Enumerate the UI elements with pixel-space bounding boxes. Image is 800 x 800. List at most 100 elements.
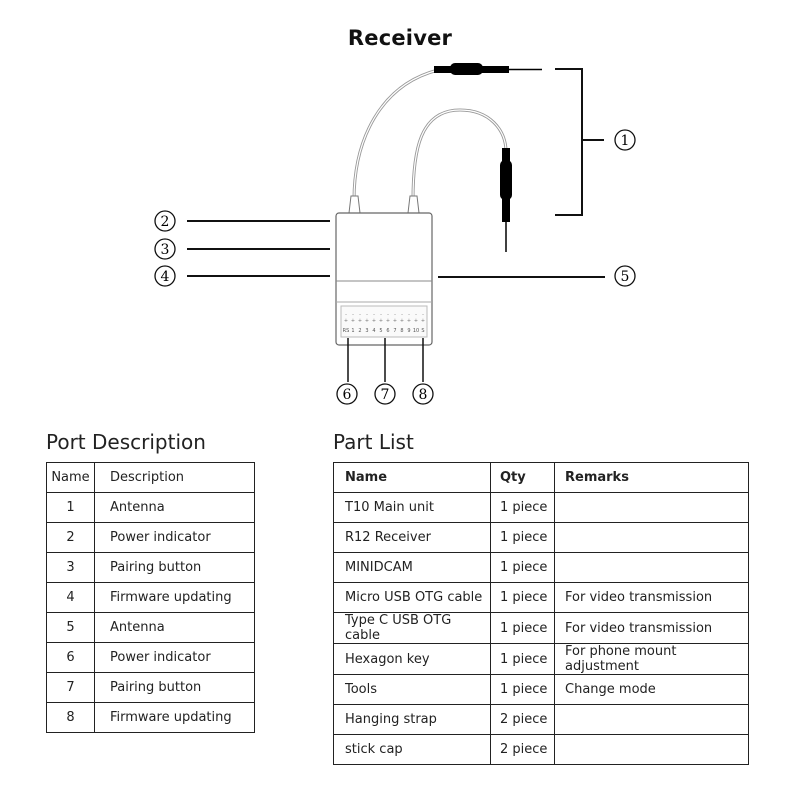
- svg-text:4: 4: [161, 269, 170, 285]
- cell-name: R12 Receiver: [333, 522, 491, 553]
- pin-label: RS: [343, 328, 350, 334]
- cell-description: Pairing button: [94, 672, 255, 703]
- pin-symbol: -: [422, 312, 424, 318]
- pin-symbol: +: [365, 318, 369, 324]
- callout-2: 2: [154, 210, 176, 232]
- pin-symbol: +: [379, 318, 383, 324]
- callout-1: 1: [614, 129, 636, 151]
- pin-symbol: -: [366, 312, 368, 318]
- pin-symbol: +: [344, 318, 348, 324]
- svg-text:1: 1: [621, 133, 630, 149]
- header-name: Name: [333, 462, 491, 493]
- pin-label: 6: [386, 328, 389, 334]
- cell-description: Antenna: [94, 612, 255, 643]
- pin-symbol: +: [372, 318, 376, 324]
- cell-remarks: For video transmission: [554, 582, 749, 613]
- callout-3: 3: [154, 238, 176, 260]
- cell-remarks: [554, 492, 749, 523]
- cell-remarks: [554, 704, 749, 735]
- callout-6: 6: [336, 383, 358, 405]
- callout-5: 5: [614, 265, 636, 287]
- cell-description: Power indicator: [94, 642, 255, 673]
- pin-label: 7: [393, 328, 396, 334]
- receiver-body: [335, 212, 433, 346]
- pin-label: 8: [400, 328, 403, 334]
- cell-qty: 2 piece: [490, 734, 555, 765]
- table-header-row: Name Qty Remarks: [333, 462, 749, 493]
- pin-label: 5: [379, 328, 382, 334]
- cell-name: Micro USB OTG cable: [333, 582, 491, 613]
- cell-qty: 1 piece: [490, 522, 555, 553]
- pin-label: 2: [358, 328, 361, 334]
- cell-name: 4: [46, 582, 95, 613]
- port-description-title: Port Description: [46, 430, 206, 454]
- pin-symbol: -: [352, 312, 354, 318]
- cell-description: Power indicator: [94, 522, 255, 553]
- callout-8: 8: [412, 383, 434, 405]
- pin-symbol: -: [415, 312, 417, 318]
- cell-remarks: [554, 734, 749, 765]
- pin-symbol: +: [400, 318, 404, 324]
- cell-remarks: For video transmission: [554, 612, 749, 644]
- cell-description: Firmware updating: [94, 702, 255, 733]
- header-remarks: Remarks: [554, 462, 749, 493]
- cell-name: 2: [46, 522, 95, 553]
- callout-4: 4: [154, 265, 176, 287]
- pin-symbol: -: [387, 312, 389, 318]
- diagram-title: Receiver: [347, 26, 453, 50]
- cell-name: Hexagon key: [333, 643, 491, 675]
- antenna-side: [411, 108, 512, 252]
- pin-symbol: -: [380, 312, 382, 318]
- cell-name: Type C USB OTG cable: [333, 612, 491, 644]
- cell-name: Tools: [333, 674, 491, 705]
- svg-text:8: 8: [419, 387, 428, 403]
- pin-symbol: -: [359, 312, 361, 318]
- cell-name: 1: [46, 492, 95, 523]
- receiver-diagram: -+RS-+1-+2-+3-+4-+5-+6-+7-+8-+9-+10-+S 1…: [154, 63, 636, 405]
- pin-symbol: +: [358, 318, 362, 324]
- header-description: Description: [94, 462, 255, 493]
- cell-description: Pairing button: [94, 552, 255, 583]
- header-name: Name: [46, 462, 95, 493]
- pin-symbol: +: [393, 318, 397, 324]
- svg-text:5: 5: [621, 269, 630, 285]
- cell-qty: 1 piece: [490, 674, 555, 705]
- svg-text:3: 3: [161, 242, 170, 258]
- cell-name: 3: [46, 552, 95, 583]
- antenna-top: [352, 63, 542, 201]
- part-list-title: Part List: [333, 430, 414, 454]
- cell-qty: 1 piece: [490, 552, 555, 583]
- pin-symbol: +: [386, 318, 390, 324]
- pin-label: 9: [407, 328, 410, 334]
- cell-name: MINIDCAM: [333, 552, 491, 583]
- cell-remarks: [554, 552, 749, 583]
- svg-text:7: 7: [381, 387, 390, 403]
- cell-remarks: Change mode: [554, 674, 749, 705]
- callout-7: 7: [374, 383, 396, 405]
- cell-name: stick cap: [333, 734, 491, 765]
- pin-label: 4: [372, 328, 375, 334]
- pin-label: 10: [413, 328, 419, 334]
- pin-symbol: +: [414, 318, 418, 324]
- pin-symbol: -: [408, 312, 410, 318]
- pin-symbol: -: [394, 312, 396, 318]
- pin-label: 1: [351, 328, 354, 334]
- cell-name: 5: [46, 612, 95, 643]
- cell-qty: 1 piece: [490, 492, 555, 523]
